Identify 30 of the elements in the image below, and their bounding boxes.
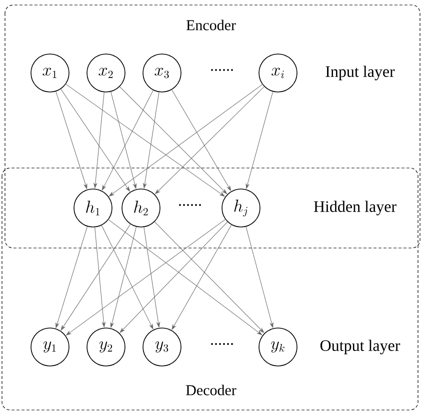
- layer-label: Hidden layer: [314, 200, 396, 216]
- arrow: [66, 84, 225, 197]
- arrow: [56, 91, 88, 189]
- arrow: [56, 226, 88, 328]
- arrow: [143, 92, 160, 188]
- arrow: [172, 90, 232, 191]
- layer-label: Output layer: [320, 340, 400, 354]
- arrow: [110, 92, 136, 189]
- arrow: [108, 219, 262, 336]
- arrow: [101, 225, 154, 330]
- arrow: [66, 219, 226, 336]
- arrow: [155, 86, 264, 194]
- arrow: [94, 92, 104, 188]
- ellipsis: ......: [211, 343, 233, 345]
- arrow: [246, 91, 274, 189]
- arrow: [154, 222, 264, 333]
- ellipsis: ......: [211, 69, 233, 71]
- arrow: [109, 84, 263, 196]
- layer-label: Input layer: [326, 66, 395, 80]
- arrow: [60, 224, 131, 330]
- arrow: [110, 226, 137, 328]
- arrow: [60, 88, 130, 192]
- ellipsis: ......: [179, 204, 201, 206]
- arrow: [94, 227, 106, 328]
- arrow: [144, 226, 160, 328]
- arrow: [119, 86, 227, 194]
- arrow: [120, 222, 228, 333]
- arrow: [172, 224, 232, 330]
- arrow: [102, 90, 154, 190]
- arrow: [246, 226, 274, 328]
